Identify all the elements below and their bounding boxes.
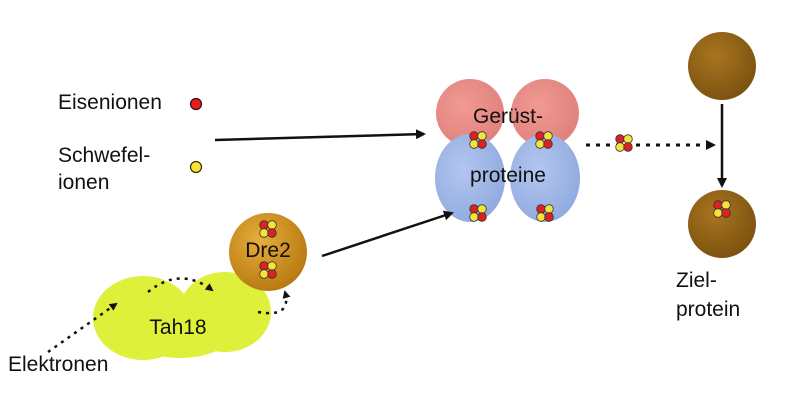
sulfur-ions-label-line1: Schwefel- <box>58 144 151 167</box>
sulfur-ions-label-line2: ionen <box>58 171 110 194</box>
dre2-protein: Dre2 <box>229 213 307 291</box>
tah18-label: Tah18 <box>149 316 206 339</box>
target-protein-label-line1: Ziel- <box>676 269 717 292</box>
fe-s-cluster-icon <box>535 131 553 149</box>
dre2-label: Dre2 <box>245 239 291 262</box>
tah18-protein: Tah18 <box>93 272 271 360</box>
fe-s-cluster-icon <box>469 204 487 222</box>
iron-ion-icon <box>189 97 203 111</box>
sulfur-ion-icon <box>189 160 203 174</box>
target-protein-label-line2: protein <box>676 298 741 321</box>
fe-s-cluster-icon <box>713 200 731 218</box>
fe-s-cluster-icon <box>469 131 487 149</box>
target-protein-apo <box>688 32 756 100</box>
electrons-arrow <box>47 302 118 354</box>
fe-s-cluster-icon <box>615 134 633 152</box>
dre2-to-scaffold-arrow <box>321 210 454 258</box>
fe-s-cluster-icon <box>259 261 277 279</box>
tah18-to-dre2-arrow <box>257 290 291 315</box>
target-protein-holo <box>688 190 756 258</box>
fe-s-cluster-icon <box>536 204 554 222</box>
iron-ions-label: Eisenionen <box>58 91 162 114</box>
scaffold-proteins: Gerüst- proteine <box>435 79 580 222</box>
scaffold-label-line1: Gerüst- <box>473 105 543 128</box>
ions-to-scaffold-arrow <box>214 129 426 142</box>
electrons-label: Elektronen <box>8 353 109 376</box>
fe-s-cluster-icon <box>259 220 277 238</box>
scaffold-label-line2: proteine <box>470 164 546 187</box>
